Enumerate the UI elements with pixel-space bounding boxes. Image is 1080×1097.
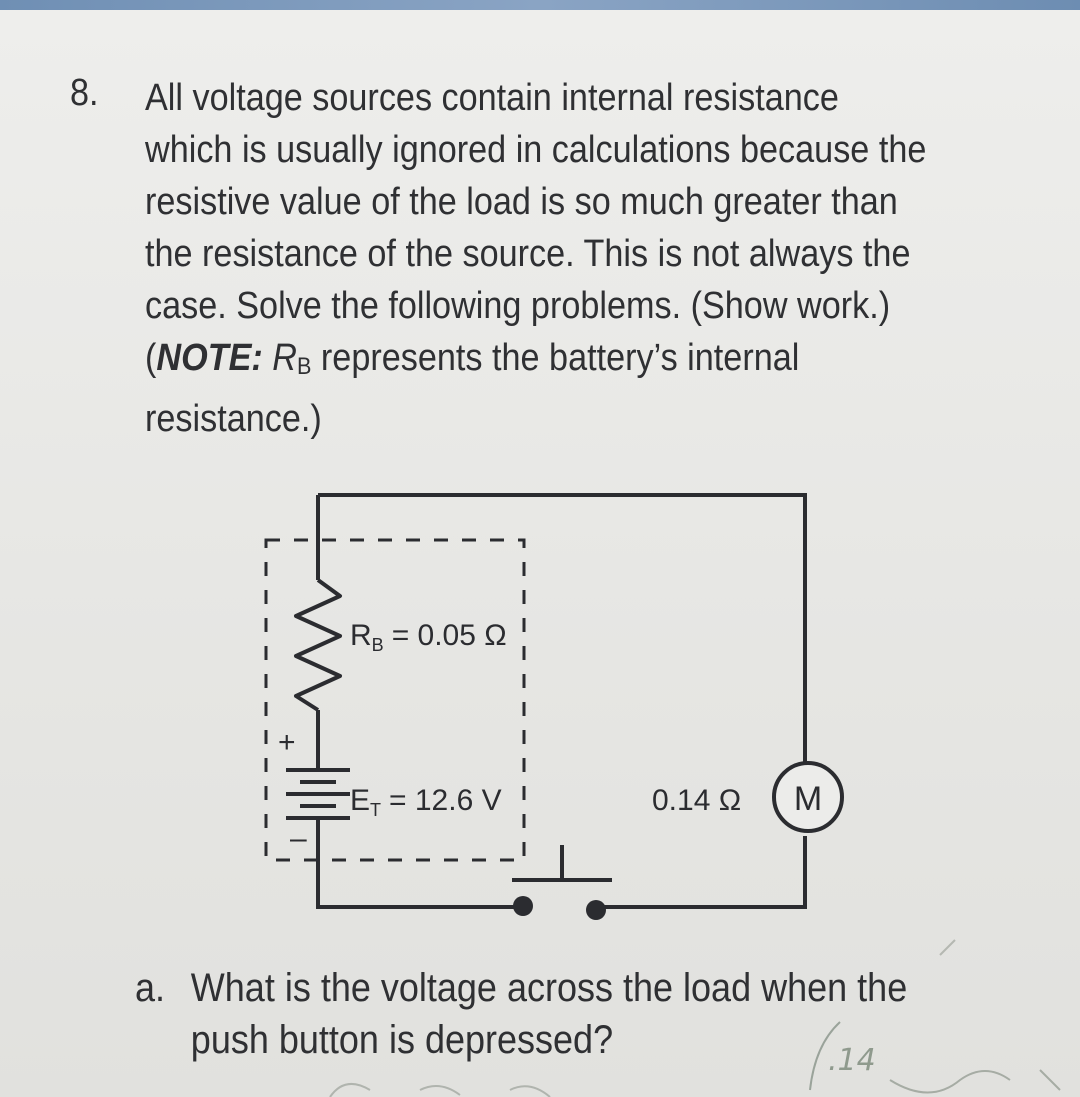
question-line-3: resistive value of the load is so much g… [145,181,898,223]
circuit-wire-right-bottom [597,836,807,909]
push-button-contact-right [586,900,606,920]
part-a-line-1: a. What is the voltage across the load wh… [135,962,1017,1014]
battery-minus-sign: – [290,822,307,855]
question-line-2: which is usually ignored in calculations… [145,129,927,171]
handwriting-scribble-bottom [329,1082,551,1097]
circuit-wire-top-right [318,493,807,780]
page-top-edge [0,0,1080,10]
push-button-contact-left [513,896,533,916]
handwritten-answer-marks: .14 [329,939,1061,1097]
note-subscript: B [297,353,312,380]
note-last-line: resistance.) [145,398,322,440]
question-line-1: All voltage sources contain internal res… [145,77,839,119]
rb-label: RB = 0.05 Ω [350,619,507,655]
note-symbol: R [272,337,298,379]
et-symbol: E [350,784,370,817]
note-label: NOTE: [156,337,263,379]
motor-label: M [794,780,822,818]
et-value: = 12.6 V [389,784,502,817]
part-a-text-1: What is the voltage across the load when… [190,966,908,1010]
question-text: All voltage sources contain internal res… [145,72,1027,445]
question-line-5: case. Solve the following problems. (Sho… [145,285,891,327]
rb-symbol: R [350,619,372,652]
handwriting-tick-mark [939,939,956,956]
part-a-letter: a. [135,966,166,1010]
question-number: 8. [70,72,99,114]
battery-dashed-enclosure [264,538,526,862]
note-open-paren: ( [145,337,157,379]
rb-value: = 0.05 Ω [392,619,507,652]
handwritten-answer-fragment: .14 [828,1043,876,1078]
internal-resistor-symbol [294,578,342,712]
part-a-question: a. What is the voltage across the load wh… [135,962,1017,1066]
rb-subscript: B [372,635,384,655]
load-resistance-label: 0.14 Ω [652,784,741,817]
handwriting-scribble-right [889,1069,1061,1094]
part-a-line-2: push button is depressed? [190,1018,614,1062]
battery-plus-sign: + [278,726,296,759]
note-rest: represents the battery’s internal [311,337,800,379]
motor-symbol [772,761,844,833]
et-label: ET = 12.6 V [350,784,502,820]
handwriting-bracket-mark [809,1021,841,1091]
circuit-diagram: M RB = 0.05 Ω ET = 12.6 V 0.14 Ω + – [264,493,844,920]
note-line: (NOTE: RB represents the battery’s inter… [145,332,1027,393]
circuit-wire-left-bottom [316,820,522,909]
question-line-4: the resistance of the source. This is no… [145,233,911,275]
et-subscript: T [370,800,381,820]
